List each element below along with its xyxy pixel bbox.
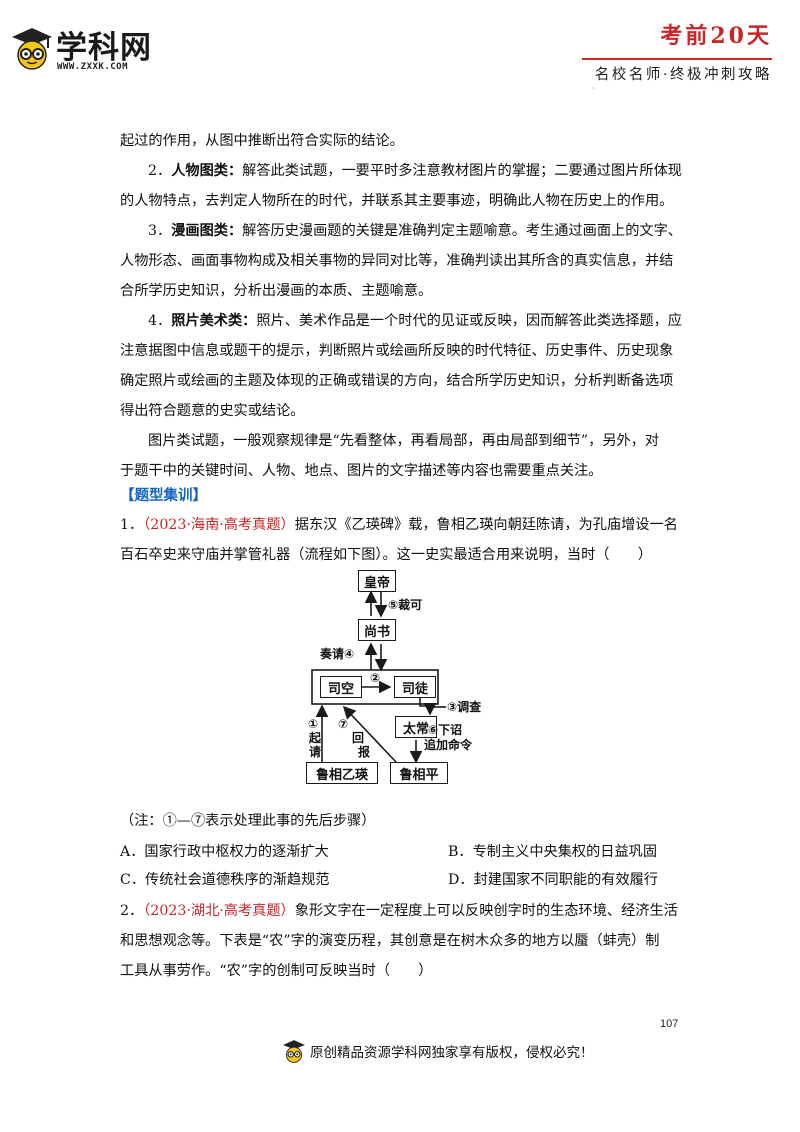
term-figure-type: 人物图类： [171, 163, 243, 179]
label-step7-b: 报 [358, 745, 371, 759]
node-luxiang-ping: 鲁相平 [390, 762, 448, 784]
term-photo-art-type: 照片美术类： [171, 313, 257, 329]
paragraph-figure-type: 2．人物图类：解答此类试题，一要平时多注意教材图片的掌握；二要通过图片所体现 的… [120, 163, 682, 209]
node-sikong: 司空 [320, 676, 362, 698]
page-number: 107 [660, 1018, 679, 1030]
label-step6-a: ⑥下诏 [428, 723, 463, 737]
footer-copyright: 原创精品资源学科网独家享有版权，侵权必究！ [282, 1038, 594, 1064]
question-1-stem: 1．（2023·海南·高考真题）据东汉《乙瑛碑》载，鲁相乙瑛向朝廷陈请，为孔庙增… [120, 517, 678, 563]
header-badge: 考前20天 [660, 23, 772, 49]
mascot-icon [283, 1040, 305, 1063]
node-shangshu: 尚书 [358, 619, 396, 641]
label-step6-b: 追加命令 [424, 738, 473, 752]
node-huangdi: 皇帝 [358, 570, 396, 592]
node-taichang: 太常 [395, 716, 437, 738]
header-divider [582, 58, 772, 60]
label-step7-a: 回 [352, 731, 365, 745]
node-luxiang-yiying: 鲁相乙瑛 [306, 762, 378, 784]
copyright-text: 原创精品资源学科网独家享有版权，侵权必究！ [310, 1045, 594, 1061]
option-c[interactable]: C．传统社会道德秩序的渐趋规范 [120, 872, 330, 888]
section-title: 【题型集训】 [120, 487, 207, 504]
label-step4: 奏请④ [320, 647, 355, 661]
paragraph-observation-rule: 图片类试题，一般观察规律是“先看整体，再看局部，再由局部到细节”，另外，对 于题… [120, 433, 660, 479]
question-1-source: （2023·海南·高考真题） [143, 517, 295, 533]
option-a[interactable]: A．国家行政中枢权力的逐渐扩大 [120, 844, 329, 860]
question-2-stem: 2．（2023·湖北·高考真题）象形文字在一定程度上可以反映创字时的生态环境、经… [120, 903, 678, 979]
paragraph-continuation: 起过的作用，从图中推断出符合实际的结论。 [120, 133, 404, 149]
label-step7-num: ⑦ [338, 717, 349, 731]
option-d[interactable]: D．封建国家不同职能的有效履行 [448, 872, 659, 888]
label-step2: ② [370, 671, 381, 685]
process-flow-diagram: 皇帝 尚书 司空 司徒 太常 鲁相乙瑛 鲁相平 ⑤裁可 奏请④ ② ③调查 ⑥下… [300, 566, 510, 784]
label-step1-a: 起 [309, 731, 322, 745]
diagram-note: （注：①—⑦表示处理此事的先后步骤） [120, 813, 376, 829]
paragraph-cartoon-type: 3．漫画图类：解答历史漫画题的关键是准确判定主题喻意。考生通过画面上的文字、 人… [120, 223, 682, 299]
site-logo[interactable]: 学科网 WWW.ZXXK.COM [10, 22, 180, 82]
label-step1-num: ① [308, 717, 319, 731]
logo-text: 学科网 [56, 30, 152, 66]
header-badge-area: 考前20天 名校名师·终极冲刺攻略 [572, 22, 772, 83]
question-2-source: （2023·湖北·高考真题） [143, 903, 295, 919]
label-step5: ⑤裁可 [388, 598, 423, 612]
label-step1-b: 请 [309, 745, 322, 759]
option-b[interactable]: B．专制主义中央集权的日益巩固 [448, 844, 658, 860]
diagram-arrows [311, 590, 446, 764]
header-dot: · [592, 84, 595, 93]
node-situ: 司徒 [394, 676, 436, 698]
logo-url: WWW.ZXXK.COM [57, 62, 129, 72]
label-step3: ③调查 [447, 700, 482, 714]
paragraph-photo-art-type: 4．照片美术类：照片、美术作品是一个时代的见证或反映，因而解答此类选择题，应 注… [120, 313, 682, 419]
term-cartoon-type: 漫画图类： [171, 223, 243, 239]
header-slogan: 名校名师·终极冲刺攻略 [594, 67, 772, 83]
mascot-icon [12, 28, 52, 70]
